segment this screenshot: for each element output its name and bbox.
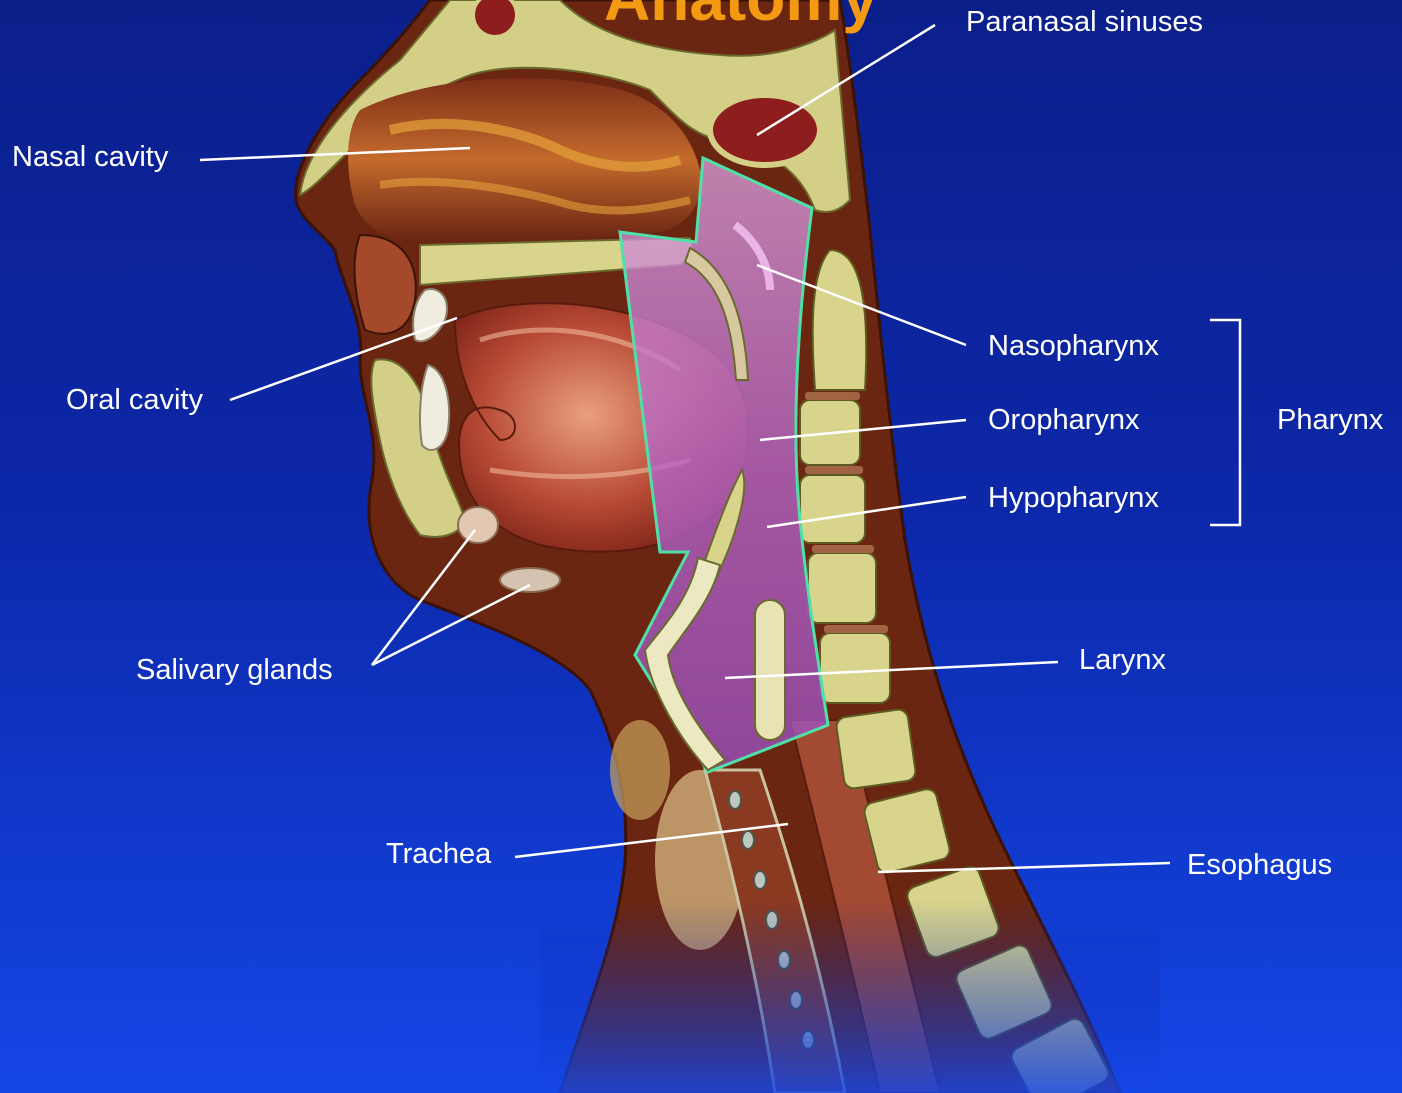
label-pharynx: Pharynx [1277, 406, 1383, 435]
slide-title: Anatomy [604, 0, 878, 30]
label-salivary-glands: Salivary glands [136, 656, 333, 685]
nasal-cavity-region [348, 78, 701, 240]
sublingual-gland [458, 507, 498, 543]
label-oral-cavity: Oral cavity [66, 386, 203, 415]
label-esophagus: Esophagus [1187, 851, 1332, 880]
label-hypopharynx: Hypopharynx [988, 484, 1159, 513]
pharynx-highlight [620, 158, 828, 772]
pharynx-bracket [1210, 320, 1240, 525]
label-oropharynx: Oropharynx [988, 406, 1140, 435]
label-paranasal-sinuses: Paranasal sinuses [966, 8, 1203, 37]
label-trachea: Trachea [386, 840, 491, 869]
label-nasal-cavity: Nasal cavity [12, 143, 168, 172]
submandibular-gland [500, 568, 560, 592]
label-larynx: Larynx [1079, 646, 1166, 675]
label-nasopharynx: Nasopharynx [988, 332, 1159, 361]
